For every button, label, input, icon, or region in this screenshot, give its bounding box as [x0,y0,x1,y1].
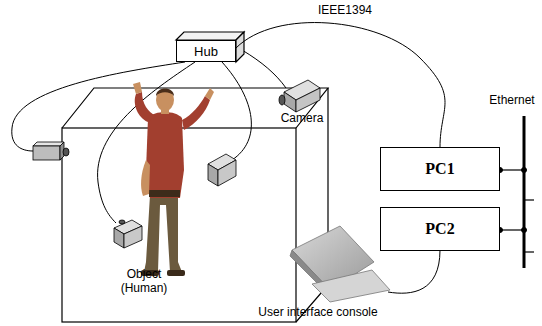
console-wire [388,250,440,293]
node-text: Hub [194,44,218,59]
node-text: PC1 [425,160,454,178]
annotation-label: User interface console [238,306,398,320]
annotation-label: Ethernet [482,94,542,108]
cable-connector [236,23,445,147]
hub-box-3d [176,32,244,62]
annotation-label: Object (Human) [112,268,176,296]
hub-box: Hub [176,40,236,62]
pc-box: PC2 [380,207,500,251]
annotation-label: Camera [272,112,332,126]
human-figure [133,82,214,276]
console-icon [290,226,390,302]
node-text: PC2 [425,220,454,238]
pc-box: PC1 [380,147,500,191]
camera-wires [12,50,286,223]
edge-label: IEEE1394 [300,4,390,18]
ethernet-bus [498,116,535,268]
